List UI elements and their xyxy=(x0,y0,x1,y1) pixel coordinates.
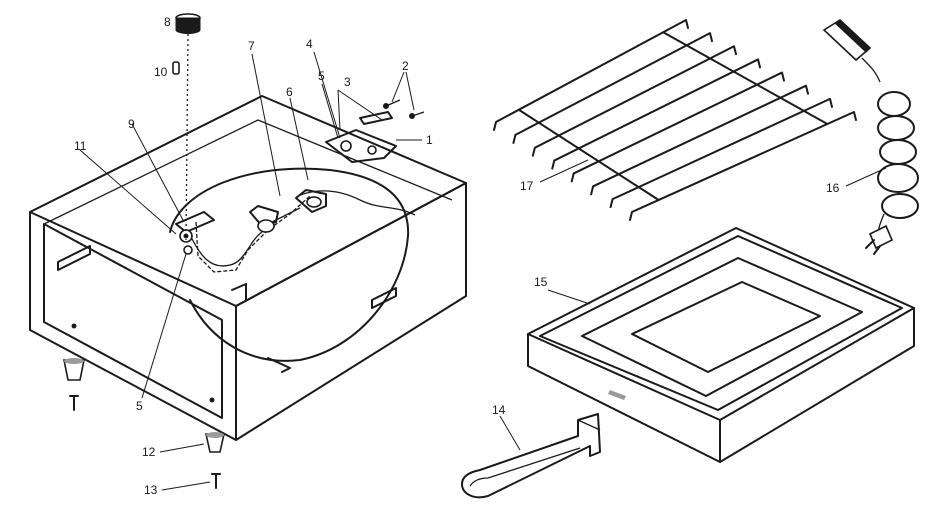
rubber-foot-icon xyxy=(63,358,225,453)
screw-icon xyxy=(172,61,180,75)
pan-handle-icon xyxy=(461,413,601,499)
rack-bar xyxy=(570,71,785,183)
callout-5-top: 5 xyxy=(318,69,325,83)
rack-rail xyxy=(517,108,660,201)
callout-11: 11 xyxy=(74,139,87,153)
callout-17: 17 xyxy=(520,179,534,193)
callout-9: 9 xyxy=(128,117,135,131)
rack-bar xyxy=(590,84,809,196)
leader-lines xyxy=(79,51,887,491)
callout-5-bottom: 5 xyxy=(136,399,143,413)
callout-14: 14 xyxy=(492,403,506,417)
callout-15: 15 xyxy=(534,275,548,289)
rack-bar xyxy=(531,45,737,157)
rack-rail xyxy=(662,31,829,125)
callout-10: 10 xyxy=(154,65,168,79)
callout-1: 1 xyxy=(426,133,433,147)
callout-16: 16 xyxy=(826,181,840,195)
callout-8: 8 xyxy=(164,15,171,29)
rack-bar xyxy=(512,32,713,144)
rack-bar xyxy=(493,19,689,131)
rack-bar xyxy=(609,97,833,209)
rack-bar xyxy=(629,111,857,221)
broiler-pan-icon xyxy=(527,227,915,463)
callout-13: 13 xyxy=(144,483,158,497)
callout-12: 12 xyxy=(142,445,156,459)
rack-bar xyxy=(551,58,761,170)
callout-labels: 1 2 3 4 5 5 6 7 8 9 10 11 12 13 14 15 16… xyxy=(74,15,840,497)
callout-7: 7 xyxy=(248,39,255,53)
thermostat-icon xyxy=(175,211,215,255)
callout-4: 4 xyxy=(306,37,313,51)
broiler-rack-icon xyxy=(493,19,857,221)
power-cord-icon xyxy=(822,18,919,255)
callout-6: 6 xyxy=(286,85,293,99)
heating-element-icon xyxy=(249,189,327,233)
oven-housing-icon xyxy=(29,95,467,441)
callout-3: 3 xyxy=(344,75,351,89)
screw-icon xyxy=(69,395,221,489)
callout-2: 2 xyxy=(402,59,409,73)
control-knob-icon xyxy=(175,13,201,241)
switch-bracket-icon xyxy=(325,99,425,163)
